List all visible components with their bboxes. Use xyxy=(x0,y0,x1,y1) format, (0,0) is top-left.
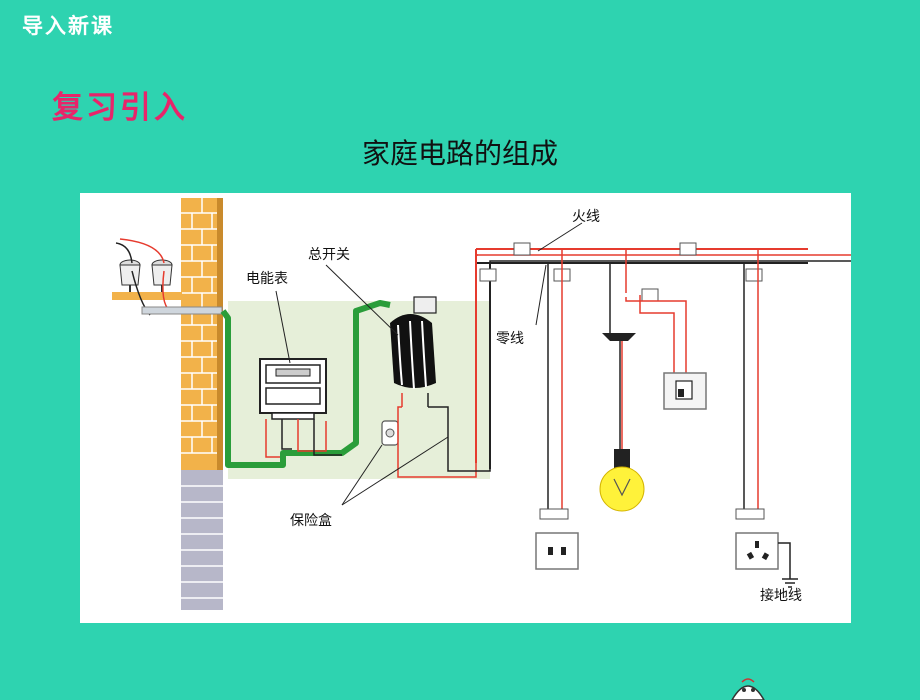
leader-lines xyxy=(275,222,583,506)
label-ground-wire: 接地线 xyxy=(760,587,802,604)
household-circuit-diagram: 火线 零线 总开关 电能表 保险盒 接地线 xyxy=(80,193,851,623)
junction-blocks xyxy=(479,242,763,302)
ceiling-rose xyxy=(602,333,636,341)
fuse-box xyxy=(381,420,399,446)
ground-wire-symbol xyxy=(778,542,798,588)
insulator-bracket xyxy=(112,238,223,316)
brick-wall xyxy=(181,198,223,610)
label-main-switch: 总开关 xyxy=(308,247,350,263)
label-meter: 电能表 xyxy=(246,271,288,287)
section-tag: 导入新课 xyxy=(22,13,114,38)
diagram-title: 家庭电路的组成 xyxy=(361,137,558,170)
wall-switch xyxy=(663,372,707,410)
service-cable xyxy=(220,300,391,468)
label-neutral-wire: 零线 xyxy=(496,331,524,347)
label-live-wire: 火线 xyxy=(572,209,600,225)
slide-heading: 复习引入 xyxy=(52,90,188,126)
three-pin-socket xyxy=(735,508,779,570)
electric-meter xyxy=(259,358,327,420)
corner-mascot-icon xyxy=(731,678,765,700)
two-pin-socket xyxy=(535,508,579,570)
light-bulb xyxy=(599,449,645,512)
label-fuse-box: 保险盒 xyxy=(290,512,332,529)
main-switch xyxy=(390,296,437,407)
